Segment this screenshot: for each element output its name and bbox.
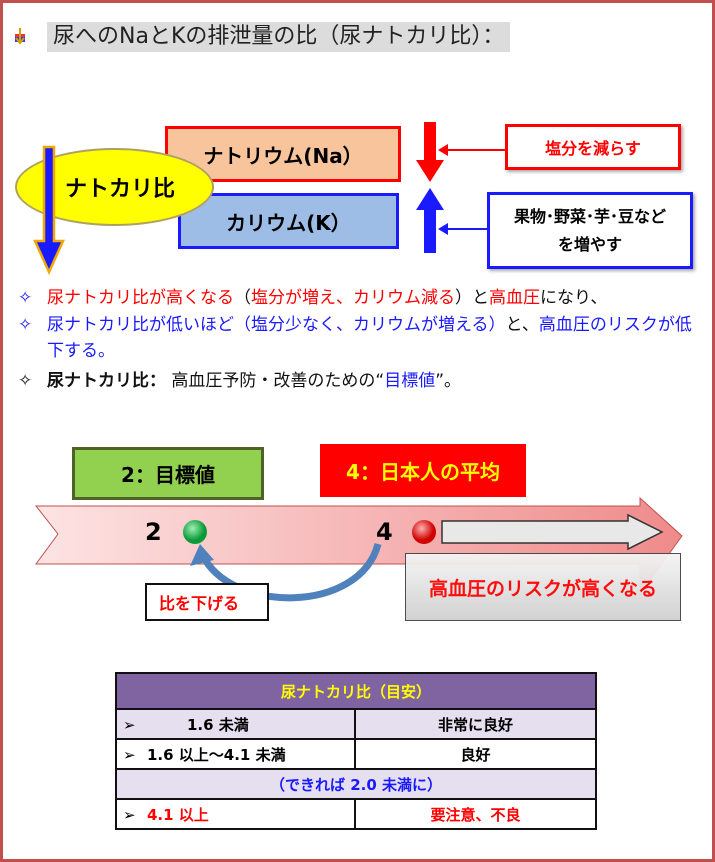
text: と、 [505, 315, 539, 335]
curved-arrow-icon [198, 542, 382, 602]
page-title: 尿へのNaとKの排泄量の比（尿ナトカリ比）： [47, 22, 511, 52]
ratio-guideline-table: 尿ナトカリ比（目安） ➢ 1.6 未満 非常に良好 ➢ 1.6 以上～4.1 未満 良好… [115, 672, 597, 830]
increase-foods-line2: を増やす [557, 234, 622, 254]
note-cell: （できれば 2.0 未満に） [115, 768, 597, 800]
sodium-box: ナトリウム(Na） [165, 126, 401, 182]
bullet-2: ✧ 尿ナトカリ比が低いほど（塩分少なく、カリウムが増える）と、高血圧のリスクが低下… [18, 312, 698, 364]
text: ”。 [435, 371, 462, 391]
table-header: 尿ナトカリ比（目安） [115, 672, 597, 710]
ratio-scale-arrow [34, 496, 683, 602]
target-box: 2：目標値 [72, 447, 264, 500]
range-cell: 1.6 未満 [187, 715, 249, 734]
arrowhead-icon: ➢ [123, 745, 136, 764]
text: ）と [455, 288, 489, 308]
lower-ratio-box: 比を下げる [145, 583, 269, 621]
k-increase-arrow-icon [416, 188, 444, 253]
text-bold: 尿ナトカリ比： [47, 371, 166, 391]
range-cell: 4.1 以上 [147, 805, 209, 824]
arrowhead-icon: ➢ [123, 715, 136, 734]
diamond-icon: ✧ [18, 371, 33, 391]
ratio-label: ナトカリ比 [65, 177, 176, 202]
risk-box: 高血圧のリスクが高くなる [405, 553, 681, 621]
bullet-3: ✧ 尿ナトカリ比： 高血圧予防・改善のための“目標値”。 [18, 368, 698, 394]
average-marker [412, 520, 436, 544]
down-arrow-icon [33, 145, 65, 275]
text-blue: 尿ナトカリ比が低いほど（塩分少なく、カリウムが増える） [47, 315, 506, 335]
text-red: 塩分が増え、カリウム減る [251, 288, 455, 308]
diamond-icon: ✧ [18, 288, 33, 308]
average-box: 4：日本人の平均 [320, 444, 526, 497]
reduce-salt-box: 塩分を減らす [505, 124, 681, 170]
connector-arrows [438, 144, 506, 235]
text-red: 高血圧 [489, 288, 540, 308]
potassium-box: カリウム(K） [178, 193, 399, 249]
bullet-arrow-icon [15, 28, 25, 45]
table-row: ➢ 4.1 以上 要注意、不良 [115, 798, 597, 830]
increase-foods-line1: 果物･野菜･芋･豆など [513, 206, 666, 226]
table-row: ➢ 1.6 以上～4.1 未満 良好 [115, 738, 597, 770]
range-cell: 1.6 以上～4.1 未満 [147, 745, 286, 764]
eval-cell: 良好 [354, 738, 597, 770]
table-row: ➢ 1.6 未満 非常に良好 [115, 708, 597, 740]
arrowhead-icon: ➢ [123, 805, 136, 824]
text-red: 尿ナトカリ比が高くなる [47, 288, 234, 308]
eval-cell: 要注意、不良 [354, 798, 597, 830]
eval-cell: 非常に良好 [354, 708, 597, 740]
increase-arrow-icon [441, 513, 664, 551]
na-decrease-arrow-icon [416, 122, 444, 253]
diamond-icon: ✧ [18, 315, 33, 335]
text: になり、 [540, 288, 608, 308]
text-blue: 高血圧のリスクが低下する。 [47, 315, 692, 361]
text: （ [234, 288, 251, 308]
table-row: （できれば 2.0 未満に） [115, 768, 597, 800]
increase-foods-box: 果物･野菜･芋･豆など を増やす [487, 192, 693, 269]
target-marker [183, 520, 207, 544]
target-value: 2 [145, 518, 162, 546]
text-blue: 目標値 [384, 371, 436, 391]
average-value: 4 [376, 518, 393, 546]
bullet-1: ✧ 尿ナトカリ比が高くなる（塩分が増え、カリウム減る）と高血圧になり、 [18, 285, 698, 311]
text: 高血圧予防・改善のための“ [171, 371, 385, 391]
